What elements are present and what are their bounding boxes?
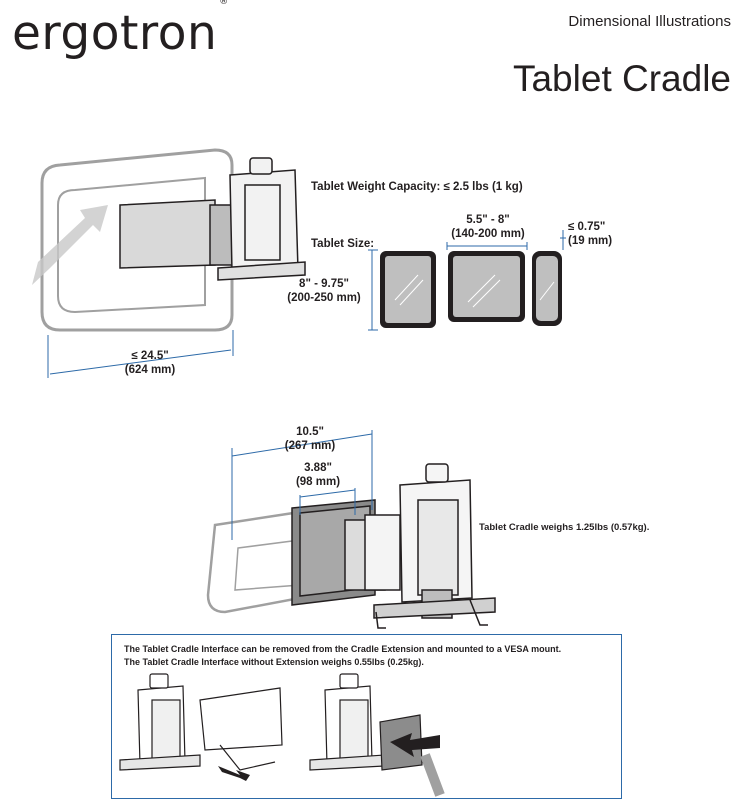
tablet-width-label: 5.5" - 8" (140-200 mm) — [438, 213, 538, 241]
note-line-1: The Tablet Cradle Interface can be remov… — [124, 644, 562, 654]
vesa-removal-figure-left — [119, 673, 283, 771]
cradle-interface — [373, 463, 496, 629]
arm-ghost-outline — [40, 148, 234, 332]
registered-mark: ® — [219, 0, 229, 8]
slide-out-arrow — [218, 766, 250, 781]
tablet-side — [532, 251, 562, 326]
interface-mm: (98 mm) — [295, 476, 341, 488]
tablet-landscape — [448, 251, 525, 322]
cradle-top — [217, 157, 306, 281]
tablet-depth-label: ≤ 0.75" (19 mm) — [568, 220, 612, 248]
interface-in: 3.88" — [304, 462, 332, 474]
tablet-size-label: Tablet Size: — [311, 238, 375, 250]
tablet-dimension-lines — [368, 230, 566, 331]
tablet-depth-mm: (19 mm) — [568, 235, 613, 247]
ergotron-logo: ergotron® — [12, 0, 228, 61]
document-type: Dimensional Illustrations — [568, 13, 731, 30]
tablet-height-mm: (200-250 mm) — [287, 292, 361, 304]
page-title: Tablet Cradle — [512, 58, 731, 99]
extension-plate — [291, 499, 401, 606]
tablet-portrait — [380, 251, 436, 328]
extension-ghost — [206, 510, 302, 614]
weight-capacity-label: Tablet Weight Capacity: ≤ 2.5 lbs (1 kg) — [311, 181, 523, 193]
vesa-note-box — [111, 634, 622, 799]
reach-mm: (624 mm) — [124, 364, 176, 376]
length-dimension-label: 10.5" (267 mm) — [270, 425, 350, 453]
reach-in: ≤ 24.5" — [131, 350, 169, 362]
logo-text: ergotron — [12, 6, 218, 61]
interface-dimension-label: 3.88" (98 mm) — [283, 461, 353, 489]
middle-dimension-lines — [231, 430, 373, 540]
mount-arrow — [390, 733, 440, 757]
reach-dimension-line — [47, 330, 234, 378]
cradle-extension-top — [119, 199, 241, 269]
vesa-mount-figure-right — [309, 673, 445, 797]
tablet-height-label: 8" - 9.75" (200-250 mm) — [280, 277, 368, 305]
tablet-width-in: 5.5" - 8" — [466, 214, 510, 226]
arm-ghost-arrow — [32, 205, 108, 285]
note-line-2: The Tablet Cradle Interface without Exte… — [124, 657, 424, 667]
length-in: 10.5" — [296, 426, 324, 438]
tablet-depth-in: ≤ 0.75" — [568, 221, 606, 233]
reach-label: ≤ 24.5" (624 mm) — [110, 349, 190, 377]
tablet-width-mm: (140-200 mm) — [451, 228, 525, 240]
cradle-weight-note: Tablet Cradle weighs 1.25lbs (0.57kg). — [479, 522, 650, 533]
length-mm: (267 mm) — [284, 440, 336, 452]
tablet-height-in: 8" - 9.75" — [299, 278, 349, 290]
